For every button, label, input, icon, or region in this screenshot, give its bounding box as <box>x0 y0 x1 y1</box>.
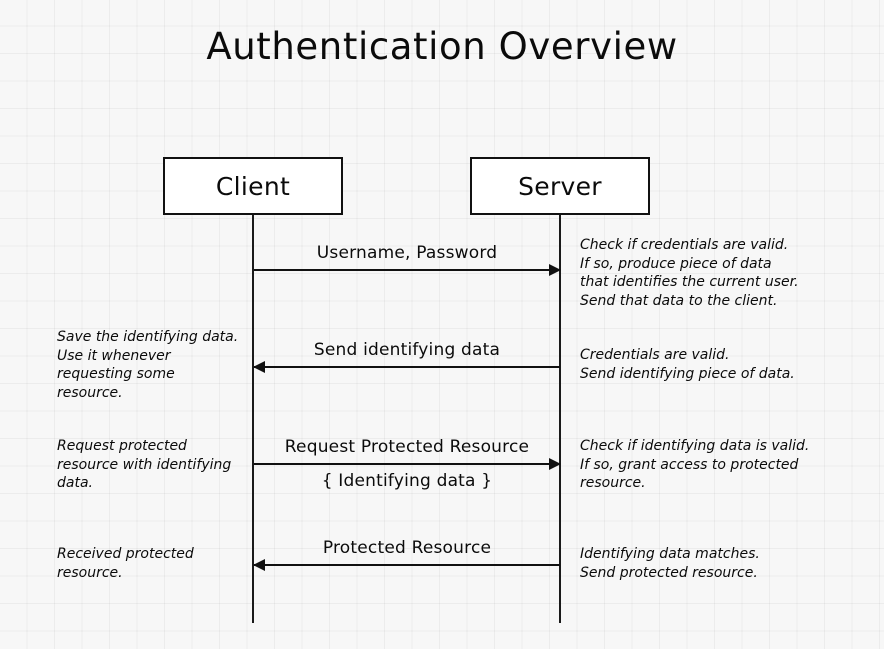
note-right-send-identifying-data: Credentials are valid. Send identifying … <box>580 347 795 382</box>
message-label-request-protected-resource: Request Protected Resource <box>284 437 530 457</box>
participant-label-server: Server <box>518 171 602 201</box>
page-title: Authentication Overview <box>206 25 678 68</box>
message-label-send-identifying-data: Send identifying data <box>313 340 501 360</box>
note-right-protected-resource: Identifying data matches. Send protected… <box>580 546 760 581</box>
participant-label-client: Client <box>215 171 291 201</box>
note-right-username-password: Check if credentials are valid. If so, p… <box>580 237 799 309</box>
note-right-request-protected-resource: Check if identifying data is valid. If s… <box>580 438 810 492</box>
arrowhead-right-icon <box>549 264 561 276</box>
participant-box-client[interactable]: Client <box>163 157 343 215</box>
lifeline-server <box>559 215 561 623</box>
message-arrow-request-protected-resource[interactable] <box>254 458 561 470</box>
participant-box-server[interactable]: Server <box>470 157 650 215</box>
message-label-username-password: Username, Password <box>316 243 498 263</box>
arrowhead-right-icon <box>549 458 561 470</box>
message-sublabel-identifying-data: { Identifying data } <box>321 471 493 491</box>
arrowhead-left-icon <box>253 559 265 571</box>
message-label-protected-resource: Protected Resource <box>322 538 492 558</box>
arrowhead-left-icon <box>253 361 265 373</box>
message-arrow-username-password[interactable] <box>254 264 561 276</box>
note-left-protected-resource: Received protected resource. <box>57 546 194 581</box>
message-arrow-send-identifying-data[interactable] <box>253 361 560 373</box>
note-left-send-identifying-data: Save the identifying data. Use it whenev… <box>57 329 239 401</box>
lifeline-client <box>252 215 254 623</box>
message-arrow-protected-resource[interactable] <box>253 559 560 571</box>
note-left-request-protected-resource: Request protected resource with identify… <box>57 438 232 492</box>
